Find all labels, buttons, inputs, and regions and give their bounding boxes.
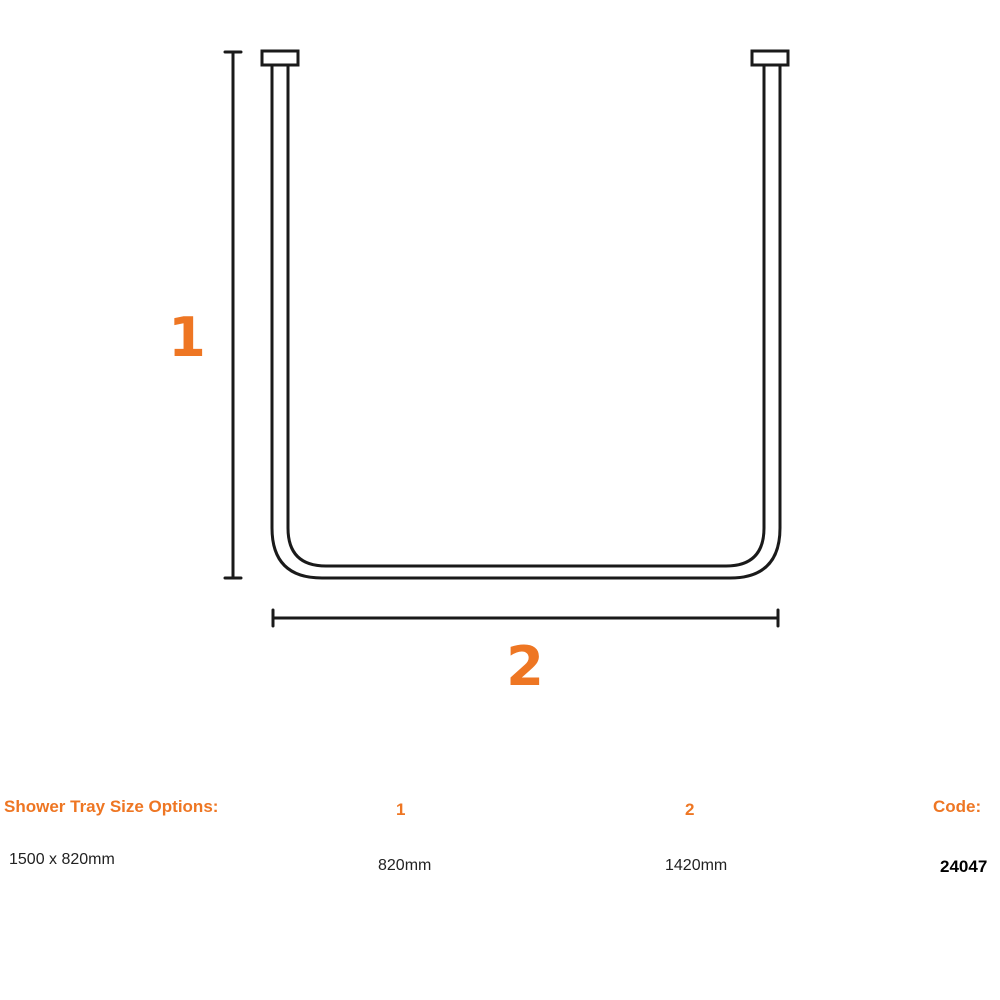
rail-outer-edge [270, 62, 782, 580]
dimension-1-header: 1 [396, 800, 406, 819]
rail-diagram: 1 2 [168, 49, 790, 698]
dimension-2-header: 2 [685, 800, 695, 819]
right-mount-bracket [750, 49, 790, 67]
dimension-2-value: 1420mm [665, 857, 728, 874]
size-options-header: Shower Tray Size Options: [4, 797, 219, 816]
code-header: Code: [933, 797, 982, 816]
size-value: 1500 x 820mm [9, 851, 115, 868]
height-dimension-line [223, 50, 243, 580]
u-rail [270, 62, 782, 580]
dimension-1-value: 820mm [378, 857, 432, 874]
width-dimension-label: 2 [506, 635, 544, 698]
width-dimension-line [271, 608, 780, 628]
left-mount-bracket [260, 49, 300, 67]
product-code-value: 24047 [940, 857, 988, 876]
rail-inner-edge [286, 62, 766, 568]
height-dimension-label: 1 [168, 306, 206, 369]
